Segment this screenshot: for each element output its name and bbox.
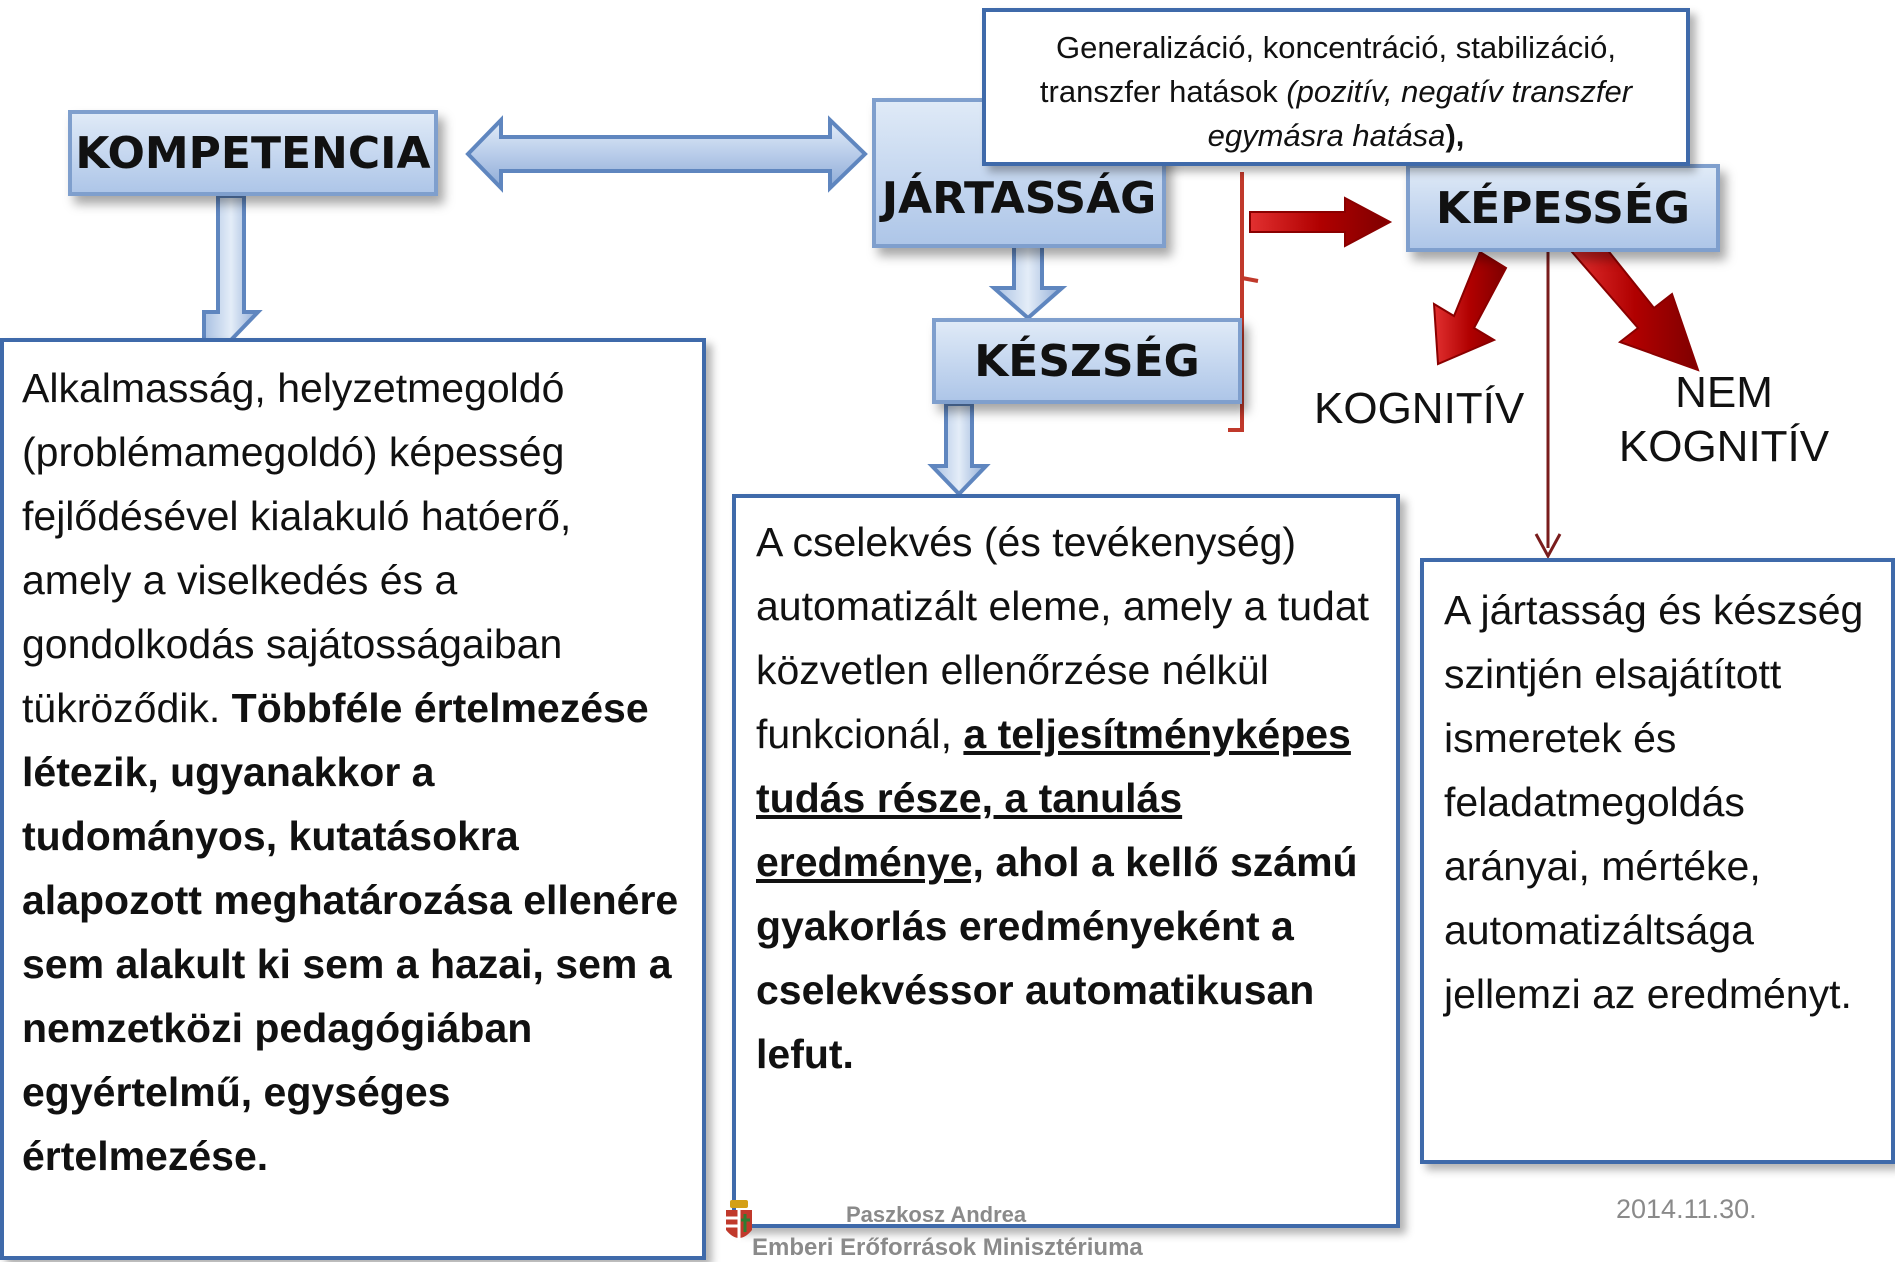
top-note-line3-italic: egymásra hatása bbox=[1207, 118, 1446, 153]
left-box-normal-text: Alkalmasság, helyzetmegoldó (problémameg… bbox=[22, 365, 572, 731]
node-jartassag-label: JÁRTASSÁG bbox=[881, 173, 1157, 224]
node-kepesseg: KÉPESSÉG bbox=[1406, 164, 1720, 252]
red-arrow-kognitiv bbox=[1432, 250, 1508, 366]
kognitiv-label: KOGNITÍV bbox=[1314, 384, 1525, 433]
node-kompetencia-label: KOMPETENCIA bbox=[75, 127, 431, 179]
top-note-line1: Generalizáció, koncentráció, stabilizáci… bbox=[1056, 30, 1616, 65]
footer-date: 2014.11.30. bbox=[1616, 1194, 1757, 1224]
node-kepesseg-label: KÉPESSÉG bbox=[1435, 182, 1691, 234]
middle-box-bold-text: ahol a kellő számú gyakorlás eredményeké… bbox=[756, 839, 1358, 1077]
node-keszseg: KÉSZSÉG bbox=[932, 318, 1242, 404]
node-kompetencia: KOMPETENCIA bbox=[68, 110, 438, 196]
footer-ministry: Emberi Erőforrások Minisztériuma bbox=[752, 1234, 1143, 1261]
middle-box-underlined-text: a teljesítményképes tudás része, a tanul… bbox=[756, 711, 1351, 885]
coat-of-arms-icon bbox=[726, 1200, 752, 1242]
middle-box-normal-text: A cselekvés (és tevékenység) automatizál… bbox=[756, 519, 1370, 757]
top-note-line2-normal: transzfer hatások bbox=[1039, 74, 1287, 109]
right-definition-box: A jártasság és készség szintjén elsajátí… bbox=[1420, 558, 1895, 1164]
nem-kognitiv-label: NEM KOGNITÍV bbox=[1614, 366, 1834, 474]
down-arrow-kompetencia bbox=[202, 194, 263, 342]
red-arrow-to-kepesseg bbox=[1249, 196, 1393, 248]
down-arrow-keszseg-box bbox=[927, 402, 991, 497]
left-definition-box: Alkalmasság, helyzetmegoldó (problémameg… bbox=[0, 338, 706, 1260]
middle-definition-box: A cselekvés (és tevékenység) automatizál… bbox=[732, 494, 1400, 1228]
nem-kognitiv-line1: NEM bbox=[1675, 368, 1773, 417]
nem-kognitiv-line2: KOGNITÍV bbox=[1618, 422, 1830, 471]
top-note-line3-bold: ), bbox=[1445, 118, 1465, 153]
double-arrow-kompetencia-jartassag bbox=[465, 115, 868, 193]
red-arrow-nem-kognitiv bbox=[1570, 236, 1700, 372]
top-note-box: Generalizáció, koncentráció, stabilizáci… bbox=[982, 8, 1690, 166]
footer-author: Paszkosz Andrea bbox=[846, 1202, 1027, 1227]
top-note-line2-italic: (pozitív, negatív transzfer bbox=[1286, 74, 1633, 109]
red-bracket bbox=[1228, 172, 1259, 432]
thin-arrow-head-kepesseg bbox=[1534, 533, 1562, 560]
right-box-text: A jártasság és készség szintjén elsajátí… bbox=[1444, 587, 1864, 1017]
left-box-bold-text: Többféle értelmezése létezik, ugyanakkor… bbox=[22, 685, 679, 1179]
down-arrow-jartassag-keszseg bbox=[988, 238, 1068, 321]
node-keszseg-label: KÉSZSÉG bbox=[974, 335, 1200, 387]
